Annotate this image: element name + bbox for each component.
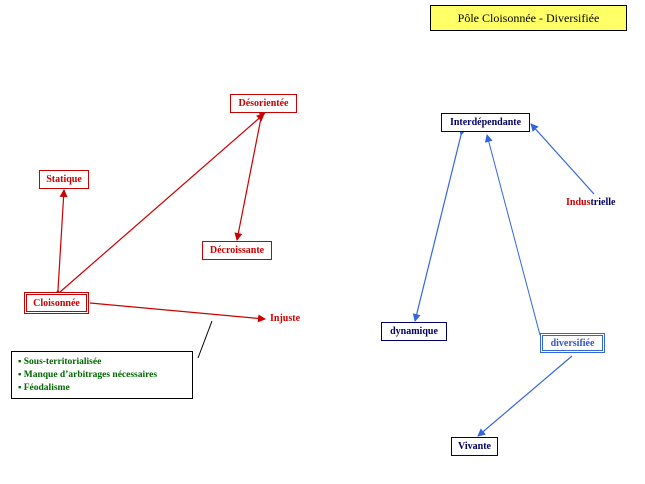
notes-pointer bbox=[197, 320, 213, 359]
node-vivante: Vivante bbox=[451, 437, 498, 456]
node-dynamique: dynamique bbox=[381, 322, 447, 341]
note-item: ▪ Féodalisme bbox=[18, 383, 70, 393]
node-industrielle: Industrielle bbox=[566, 197, 615, 208]
node-statique: Statique bbox=[39, 170, 89, 189]
node-diversifiee: diversifiée bbox=[540, 333, 605, 353]
note-item: ▪ Manque d’arbitrages nécessaires bbox=[18, 370, 158, 380]
edge-diversifiee-interdependante bbox=[484, 134, 541, 336]
industrielle-prefix: Indus bbox=[566, 197, 591, 208]
node-decroissante: Décroissante bbox=[202, 241, 272, 260]
node-injuste: Injuste bbox=[270, 313, 301, 324]
industrielle-suffix: trielle bbox=[590, 197, 616, 208]
edge-cloisonnee-statique bbox=[53, 189, 68, 298]
edge-interdependante-dynamique bbox=[412, 127, 467, 322]
note-item: ▪ Sous-territorialisée bbox=[18, 357, 102, 367]
edge-desorientee-decroissante bbox=[234, 110, 267, 241]
node-cloisonnee: Cloisonnée bbox=[24, 292, 89, 314]
edge-cloisonnee-desorientee bbox=[52, 113, 265, 300]
edge-industrielle-interdependante bbox=[530, 123, 595, 195]
pole-title: Pôle Cloisonnée - Diversifiée bbox=[430, 5, 627, 31]
notes-box: ▪ Sous-territorialisée ▪ Manque d’arbitr… bbox=[11, 351, 193, 399]
edge-cloisonnee-injuste bbox=[89, 302, 266, 323]
node-interdependante: Interdépendante bbox=[441, 113, 530, 132]
edge-diversifiee-vivante bbox=[477, 355, 573, 437]
node-desorientee: Désorientée bbox=[230, 94, 297, 113]
